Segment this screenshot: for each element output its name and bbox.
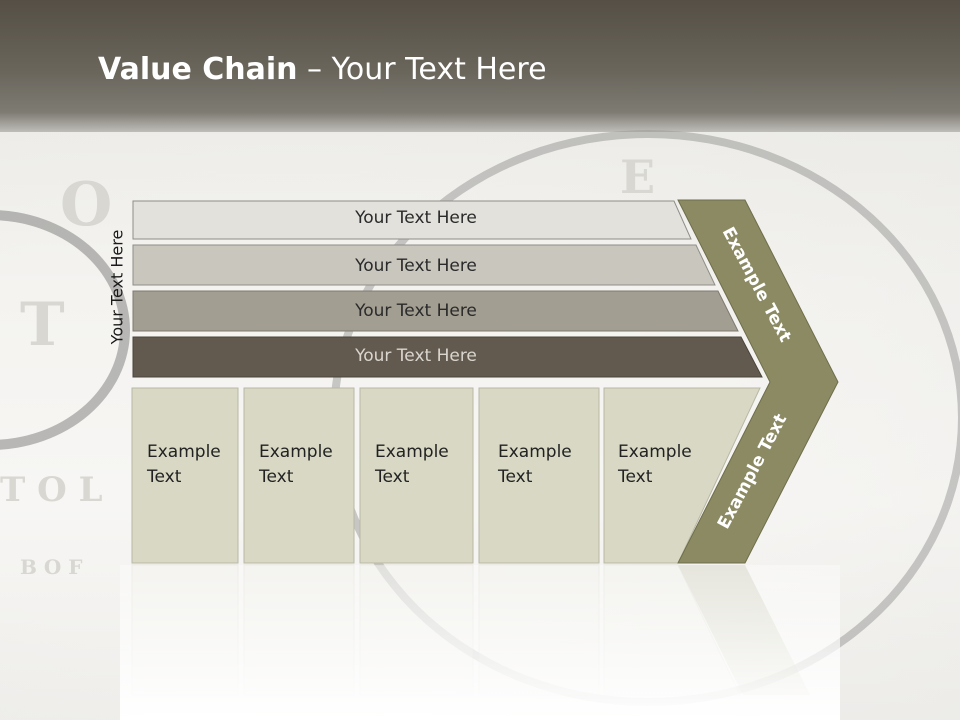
box-3: [359, 387, 474, 564]
bar-1: [132, 200, 692, 240]
box-3-line1: Example: [375, 442, 449, 462]
box-4-line2: Text: [498, 467, 533, 487]
background-decoration: T O L: [0, 470, 103, 510]
box-1: [131, 387, 239, 564]
box-2-line2: Text: [259, 467, 294, 487]
title-rest: – Your Text Here: [297, 52, 547, 87]
bar-2: [132, 244, 716, 286]
header-band: [0, 0, 960, 132]
box-3-label: Example Text: [375, 440, 449, 490]
box-4-line1: Example: [498, 442, 572, 462]
chevron-arrow: [677, 199, 839, 564]
bar-3-label: Your Text Here: [355, 301, 477, 321]
background-decoration: O: [60, 170, 113, 240]
box-4: [478, 387, 600, 564]
box-2-label: Example Text: [259, 440, 333, 490]
box-5-line1: Example: [618, 442, 692, 462]
bar-2-label: Your Text Here: [355, 256, 477, 276]
reflection-fade: [120, 565, 840, 720]
box-1-label: Example Text: [147, 440, 221, 490]
bar-4-label: Your Text Here: [355, 346, 477, 366]
box-3-line2: Text: [375, 467, 410, 487]
bar-1-label: Your Text Here: [355, 208, 477, 228]
bar-4: [132, 336, 763, 378]
bar-3: [132, 290, 739, 332]
box-4-label: Example Text: [498, 440, 572, 490]
title-bold: Value Chain: [98, 52, 298, 87]
box-5-label: Example Text: [618, 440, 692, 490]
box-1-line1: Example: [147, 442, 221, 462]
slide-title: Value Chain – Your Text Here: [98, 52, 547, 87]
box-2: [243, 387, 355, 564]
box-2-line1: Example: [259, 442, 333, 462]
box-5-line2: Text: [618, 467, 653, 487]
box-1-line2: Text: [147, 467, 182, 487]
background-decoration: B O F: [20, 555, 83, 579]
